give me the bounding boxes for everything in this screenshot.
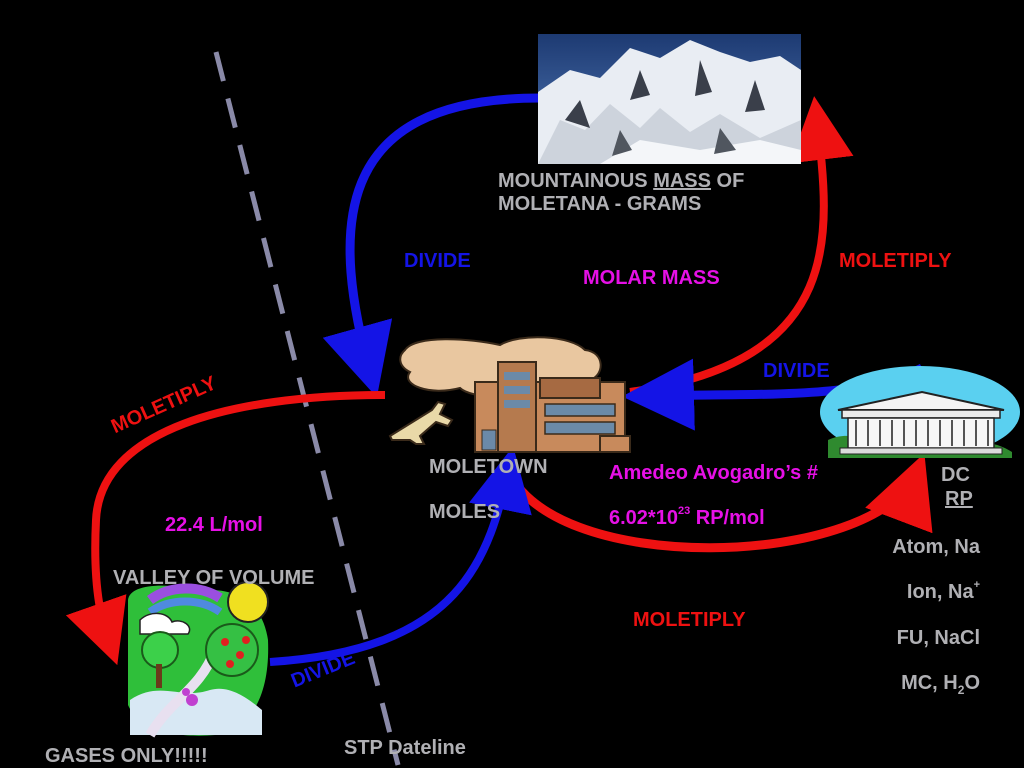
particles-rp: RP xyxy=(945,488,973,510)
mountain-label: MOUNTAINOUS MASS OF MOLETANA - GRAMS xyxy=(498,170,744,216)
moletiply-arrow-moles-to-particles xyxy=(500,453,933,553)
avogadro-value-base: 6.02*10 xyxy=(609,507,678,529)
particles-mc: MC, H2O xyxy=(901,672,980,697)
molar-volume-label: 22.4 L/mol xyxy=(165,514,263,536)
divide-label-right: DIVIDE xyxy=(763,360,830,382)
avogadro-title: Amedeo Avogadro’s # xyxy=(609,462,818,484)
valley-label: VALLEY OF VOLUME xyxy=(113,567,315,589)
stp-dateline xyxy=(213,51,401,766)
mountain-label-mass: MASS xyxy=(653,170,711,192)
particles-fu: FU, NaCl xyxy=(896,627,980,649)
mountain-label-line2: MOLETANA - GRAMS xyxy=(498,193,702,215)
particles-atom: Atom, Na xyxy=(892,536,980,558)
avogadro-value-exp: 23 xyxy=(677,505,691,517)
divide-arrow-volume-to-moles xyxy=(269,446,532,666)
moletiply-arrow-moles-to-mass xyxy=(629,96,854,396)
avogadro-value-unit: RP/mol xyxy=(690,507,765,529)
particles-mc-suffix: O xyxy=(964,672,980,694)
particles-mc-prefix: MC, H xyxy=(901,672,958,694)
valley-picture xyxy=(128,581,269,738)
molar-mass-label: MOLAR MASS xyxy=(583,267,720,289)
stp-dateline-label: STP Dateline xyxy=(344,737,466,759)
particles-ion-prefix: Ion, Na xyxy=(906,581,974,603)
moletiply-label-bottom: MOLETIPLY xyxy=(633,609,746,631)
moletown-name: MOLETOWN xyxy=(429,456,548,478)
gases-only-label: GASES ONLY!!!!! xyxy=(45,745,208,767)
moletown-picture xyxy=(388,336,631,453)
moletiply-arrow-moles-to-volume xyxy=(65,391,386,666)
mountain-label-prefix: MOUNTAINOUS xyxy=(498,170,654,192)
mountain-label-suffix: OF xyxy=(710,170,745,192)
avogadro-value: 6.02*1023 RP/mol xyxy=(609,505,765,530)
monument-picture xyxy=(820,366,1020,458)
particles-ion-charge: + xyxy=(973,579,980,591)
mountain-picture xyxy=(538,34,801,164)
divide-label-top: DIVIDE xyxy=(404,250,471,272)
particles-dc: DC xyxy=(941,464,970,486)
divide-arrow-mass-to-moles xyxy=(322,93,541,398)
particles-mc-sub: 2 xyxy=(957,683,965,697)
particles-ion: Ion, Na+ xyxy=(906,579,980,604)
moletiply-label-top-right: MOLETIPLY xyxy=(839,250,952,272)
moletown-unit: MOLES xyxy=(429,501,501,523)
